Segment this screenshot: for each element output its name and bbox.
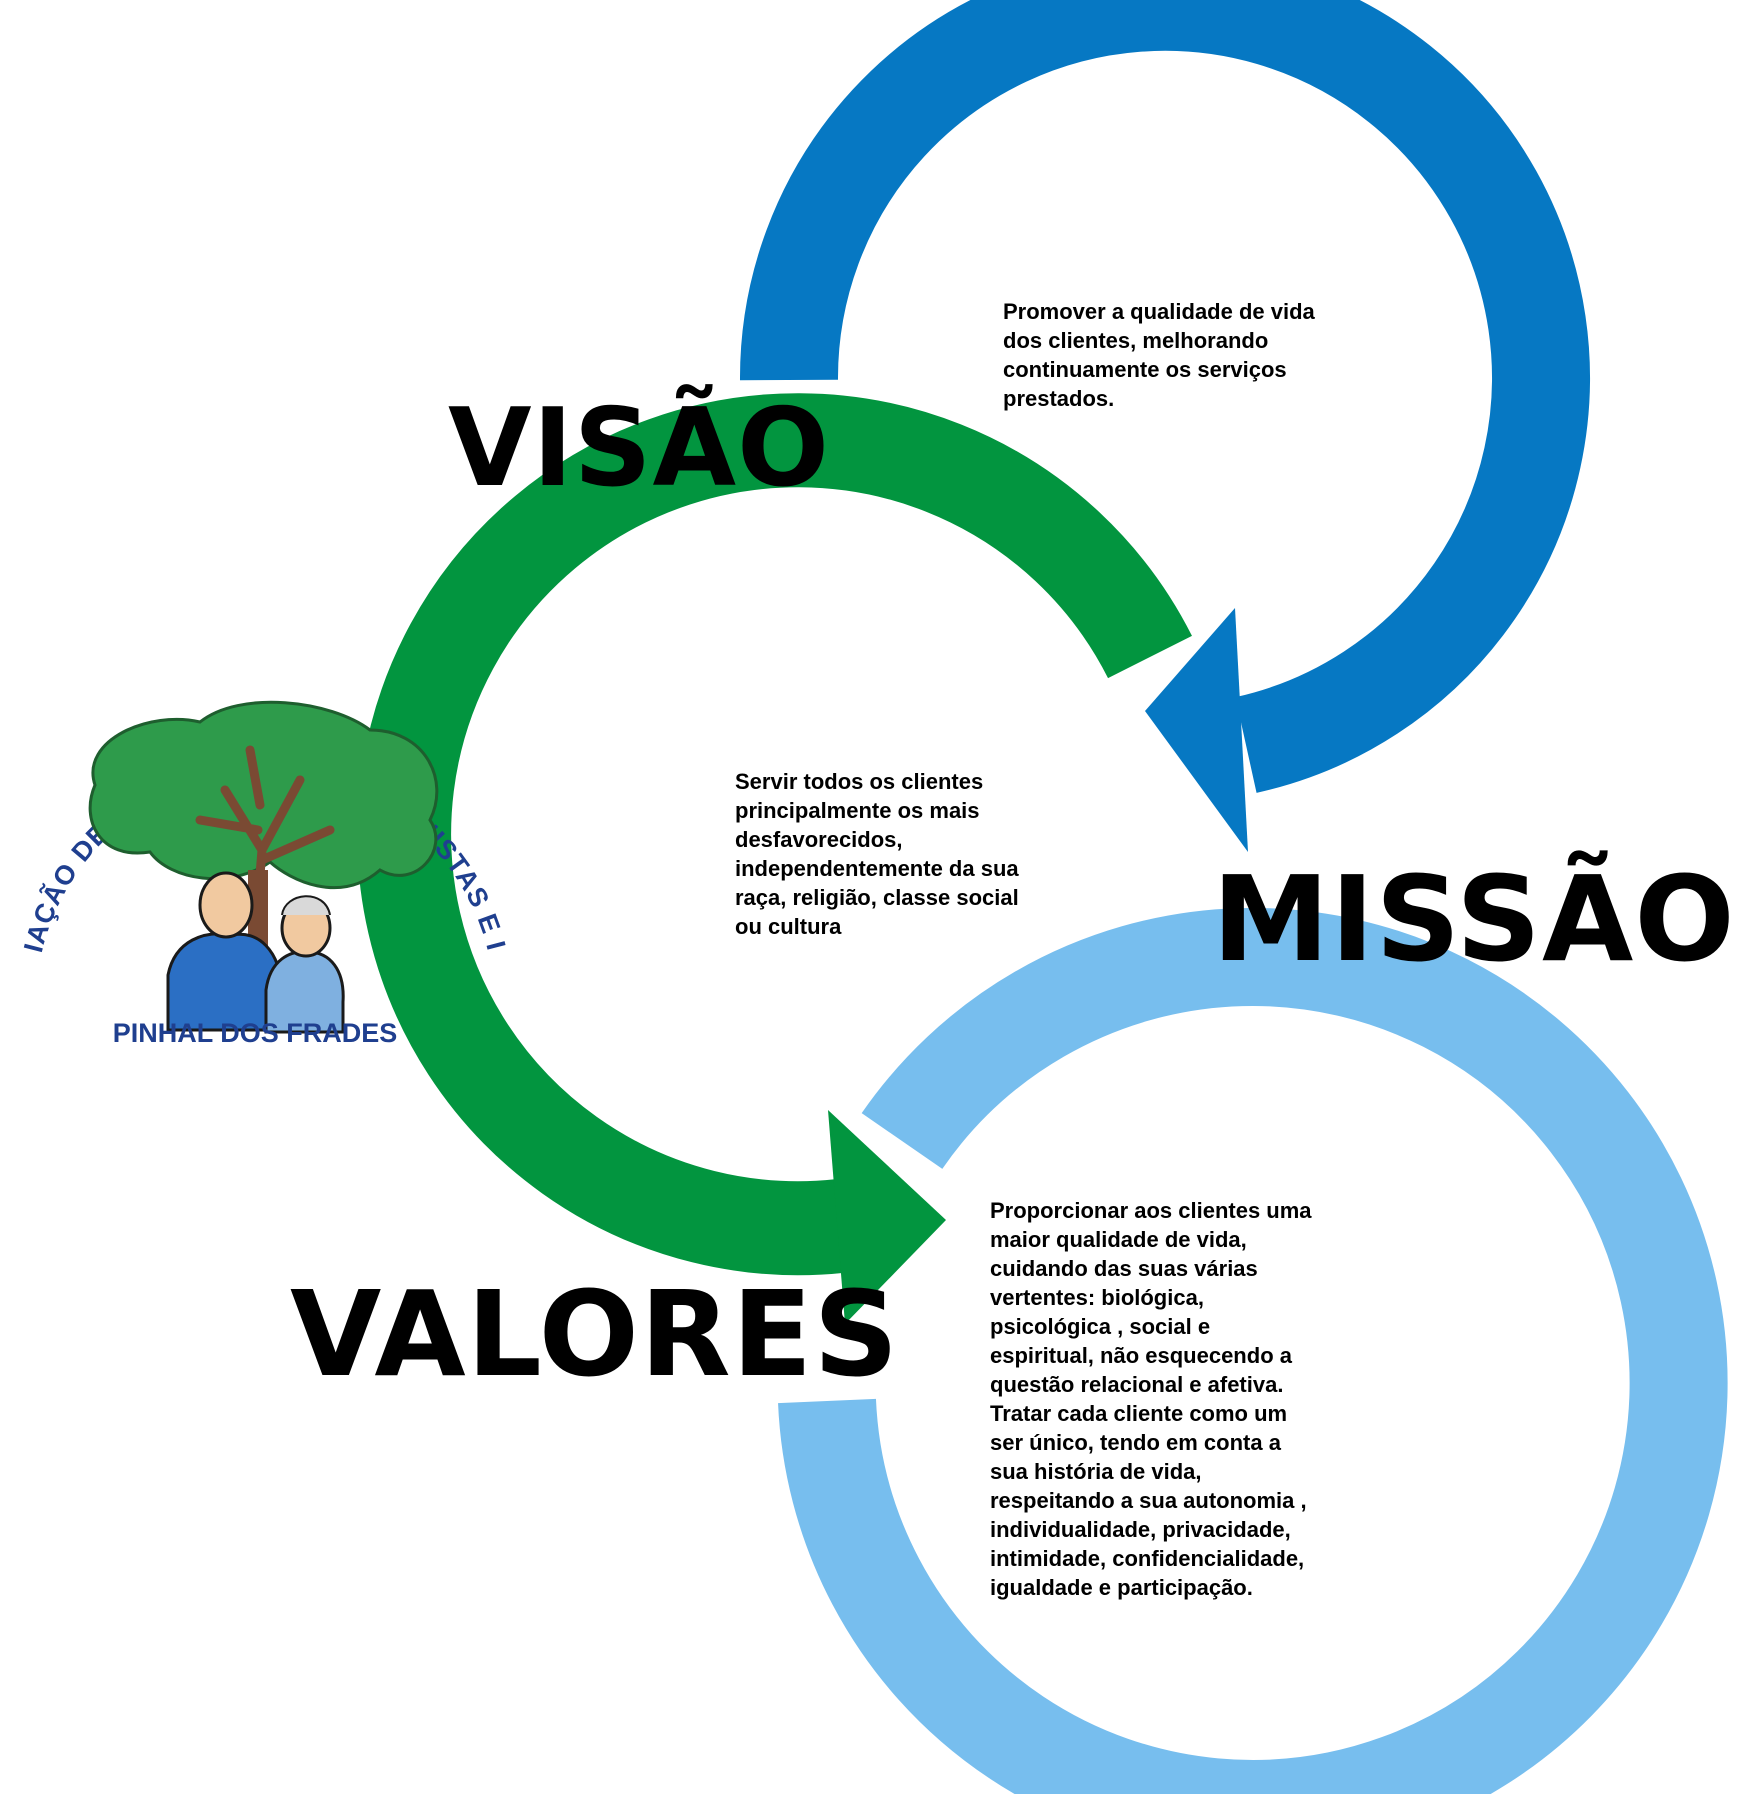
description-line: Tratar cada cliente como um [990, 1401, 1288, 1426]
description-line: sua história de vida, [990, 1459, 1202, 1484]
description-line: individualidade, privacidade, [990, 1517, 1291, 1542]
description-line: cuidando das suas várias [990, 1256, 1258, 1281]
missao-description: Servir todos os clientes principalmente o… [735, 767, 1019, 941]
logo-bottom-text: PINHAL DOS FRADES [113, 1018, 398, 1048]
description-line: continuamente os serviços [1003, 357, 1287, 382]
description-line: ou cultura [735, 914, 842, 939]
description-line: principalmente os mais [735, 798, 980, 823]
valores-arrow [778, 907, 1728, 1794]
visao-description: Promover a qualidade de vida dos clientes… [1003, 297, 1315, 413]
description-line: intimidade, confidencialidade, [990, 1546, 1305, 1571]
missao-heading: MISSÃO [1212, 850, 1736, 988]
description-line: dos clientes, melhorando [1003, 328, 1269, 353]
description-line: igualdade e participação. [990, 1575, 1253, 1600]
description-line: respeitando a sua autonomia , [990, 1488, 1307, 1513]
missao-arrowhead [828, 1110, 946, 1324]
description-line: Promover a qualidade de vida [1003, 299, 1315, 324]
association-logo: ASSOCIAÇÃO DE REFORMADOS PENSIONISTAS E … [0, 630, 511, 1048]
description-line: questão relacional e afetiva. [990, 1372, 1284, 1397]
description-line: prestados. [1003, 386, 1115, 411]
description-line: maior qualidade de vida, [990, 1227, 1247, 1252]
valores-description: Proporcionar aos clientes uma maior quali… [990, 1196, 1312, 1602]
valores-heading: VALORES [290, 1265, 900, 1403]
description-line: Proporcionar aos clientes uma [990, 1198, 1312, 1223]
description-line: independentemente da sua [735, 856, 1019, 881]
visao-heading: VISÃO [448, 386, 830, 511]
description-line: Servir todos os clientes [735, 769, 984, 794]
elderly-couple-icon [166, 871, 345, 1034]
description-line: ser único, tendo em conta a [990, 1430, 1281, 1455]
description-line: espiritual, não esquecendo a [990, 1343, 1292, 1368]
missao-arrow [357, 393, 1192, 1324]
valores-arrow-ring [778, 907, 1728, 1794]
visao-arrow [739, 0, 1590, 852]
description-line: psicológica , social e [990, 1314, 1211, 1339]
description-line: vertentes: biológica, [990, 1285, 1204, 1310]
visao-arrow-ring [739, 0, 1590, 793]
description-line: desfavorecidos, [735, 827, 903, 852]
visao-arrowhead [1145, 608, 1248, 852]
missao-arrow-ring [357, 393, 1192, 1276]
description-line: raça, religião, classe social [735, 885, 1019, 910]
